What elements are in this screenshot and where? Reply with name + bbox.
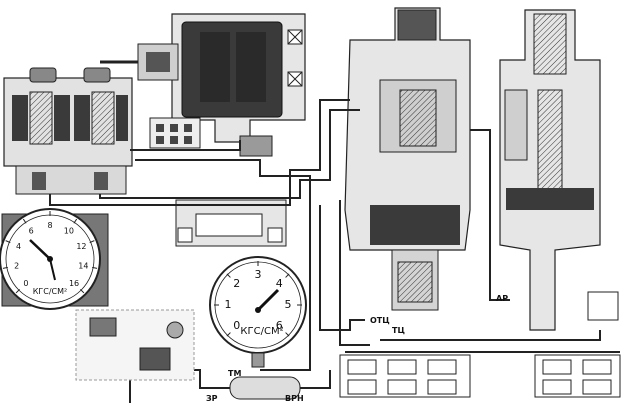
gauge-left-scale-label: 6	[29, 227, 34, 236]
gauge-center-scale: 012 3 456	[214, 261, 302, 337]
gauge-left-scale-tick	[73, 218, 78, 224]
gauge-left-needle-2	[49, 258, 56, 281]
gauge-left-unit: КГС/СМ²	[33, 287, 68, 296]
control-valve-cluster	[75, 309, 195, 381]
gauge-center-scale-label: 0	[233, 319, 240, 332]
piston-rod-assembly	[100, 43, 179, 81]
terminal-block	[149, 117, 201, 149]
gauge-left-scale-label: 10	[64, 227, 74, 236]
gauge-left-scale-tick	[89, 240, 95, 244]
component-tags: ОТЦ ТЦ ТМ ЗР ВРН АР	[206, 294, 508, 403]
gauge-left-scale-tick	[80, 289, 85, 294]
relay-valve	[499, 9, 619, 331]
tag-vrn: ВРН	[285, 394, 304, 403]
tag-tc: ТЦ	[392, 326, 405, 335]
pipelines	[49, 99, 620, 403]
gauge-left-scale-tick	[15, 289, 20, 294]
gauge-left-scale-tick	[92, 266, 98, 269]
reservoir-block	[175, 199, 287, 247]
gauge-left-scale-label: 4	[16, 242, 21, 251]
gauge-left-scale-tick	[2, 266, 8, 269]
main-valve-block	[171, 13, 306, 143]
electropneumatic-valve-block	[3, 67, 133, 195]
pressure-gauge-center: 012 3 456 КГС/СМ²	[209, 256, 307, 368]
gauge-left-scale-label: 14	[78, 262, 88, 271]
gauge-center-needle	[256, 288, 280, 312]
gauge-center-unit: КГС/СМ²	[240, 326, 283, 337]
gauge-center-scale-label: 3	[255, 268, 262, 281]
gauge-center-scale-tick	[226, 273, 231, 278]
gauge-left-scale-label: 2	[14, 262, 19, 271]
tag-tm: ТМ	[228, 369, 241, 378]
tag-ar: АР	[496, 294, 508, 303]
gauge-center-scale-tick	[226, 332, 231, 337]
gauge-center-scale-tick	[285, 332, 290, 337]
connector-blocks	[339, 354, 621, 398]
gauge-center-scale-label: 2	[233, 277, 240, 290]
gauge-center-scale-label: 4	[276, 277, 283, 290]
gauge-left-scale-label: 16	[69, 279, 79, 288]
gauge-left-needle	[29, 239, 51, 260]
gauge-center-scale-tick	[285, 273, 290, 278]
air-distributor	[344, 7, 471, 311]
small-valve	[239, 135, 273, 157]
gauge-left-scale-label: 12	[76, 242, 86, 251]
gauge-center-scale-label: 6	[276, 319, 283, 332]
gauge-left-scale-label: 0	[23, 279, 28, 288]
tag-otc: ОТЦ	[370, 316, 390, 325]
gauge-center-scale-label: 5	[285, 298, 292, 311]
tag-zr: ЗР	[206, 394, 218, 403]
gauge-left-scale-tick	[5, 240, 11, 244]
gauge-left-scale-tick	[22, 218, 27, 224]
air-tank	[229, 376, 301, 400]
gauge-center-scale-label: 1	[225, 298, 232, 311]
gauge-left-scale-label: 8	[47, 221, 52, 230]
